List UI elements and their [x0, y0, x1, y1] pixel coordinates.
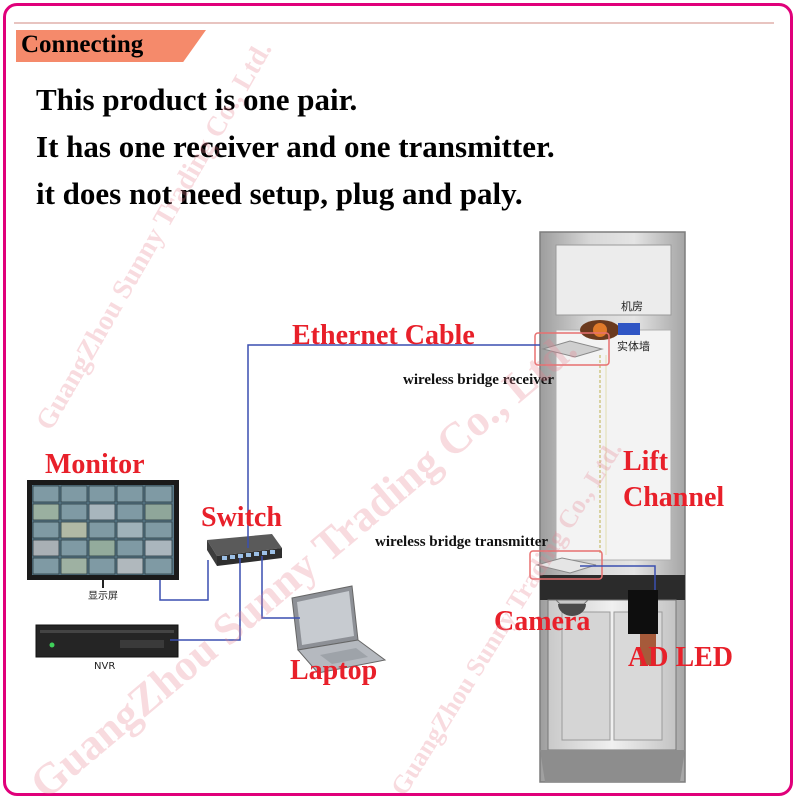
monitor-device [27, 480, 179, 580]
ethernet-cable-label: Ethernet Cable [292, 320, 475, 351]
camera-label: Camera [494, 606, 591, 637]
monitor-label: Monitor [45, 449, 145, 480]
nvr-device [35, 624, 179, 658]
switch-device [207, 534, 282, 566]
lift-channel-label-line1: Lift [623, 446, 669, 477]
receiver-label: wireless bridge receiver [403, 372, 555, 388]
intro-line-2: It has one receiver and one transmitter. [36, 129, 555, 164]
nvr-label: NVR [94, 661, 116, 672]
image-frame [3, 3, 793, 796]
solid-wall-cn-label: 实体墙 [617, 340, 650, 353]
transmitter-label: wireless bridge transmitter [375, 534, 549, 550]
ethernet-cables [159, 344, 656, 641]
ad-led-label: AD LED [628, 642, 734, 673]
header-divider [14, 22, 774, 24]
switch-label: Switch [201, 502, 282, 533]
intro-line-3: it does not need setup, plug and paly. [36, 176, 523, 211]
machine-room-cn-label: 机房 [621, 300, 643, 313]
laptop-label: Laptop [290, 655, 378, 686]
elevator-cab [540, 575, 685, 782]
intro-line-1: This product is one pair. [36, 82, 358, 117]
section-tag-background [16, 30, 206, 62]
receiver-device [534, 332, 610, 366]
lift-channel-label-line2: Channel [623, 482, 725, 513]
transmitter-device [529, 550, 603, 580]
camera-device [554, 599, 590, 616]
monitor-cn-label: 显示屏 [88, 591, 118, 602]
section-tag-label: Connecting [21, 31, 144, 58]
laptop-device [291, 585, 387, 674]
